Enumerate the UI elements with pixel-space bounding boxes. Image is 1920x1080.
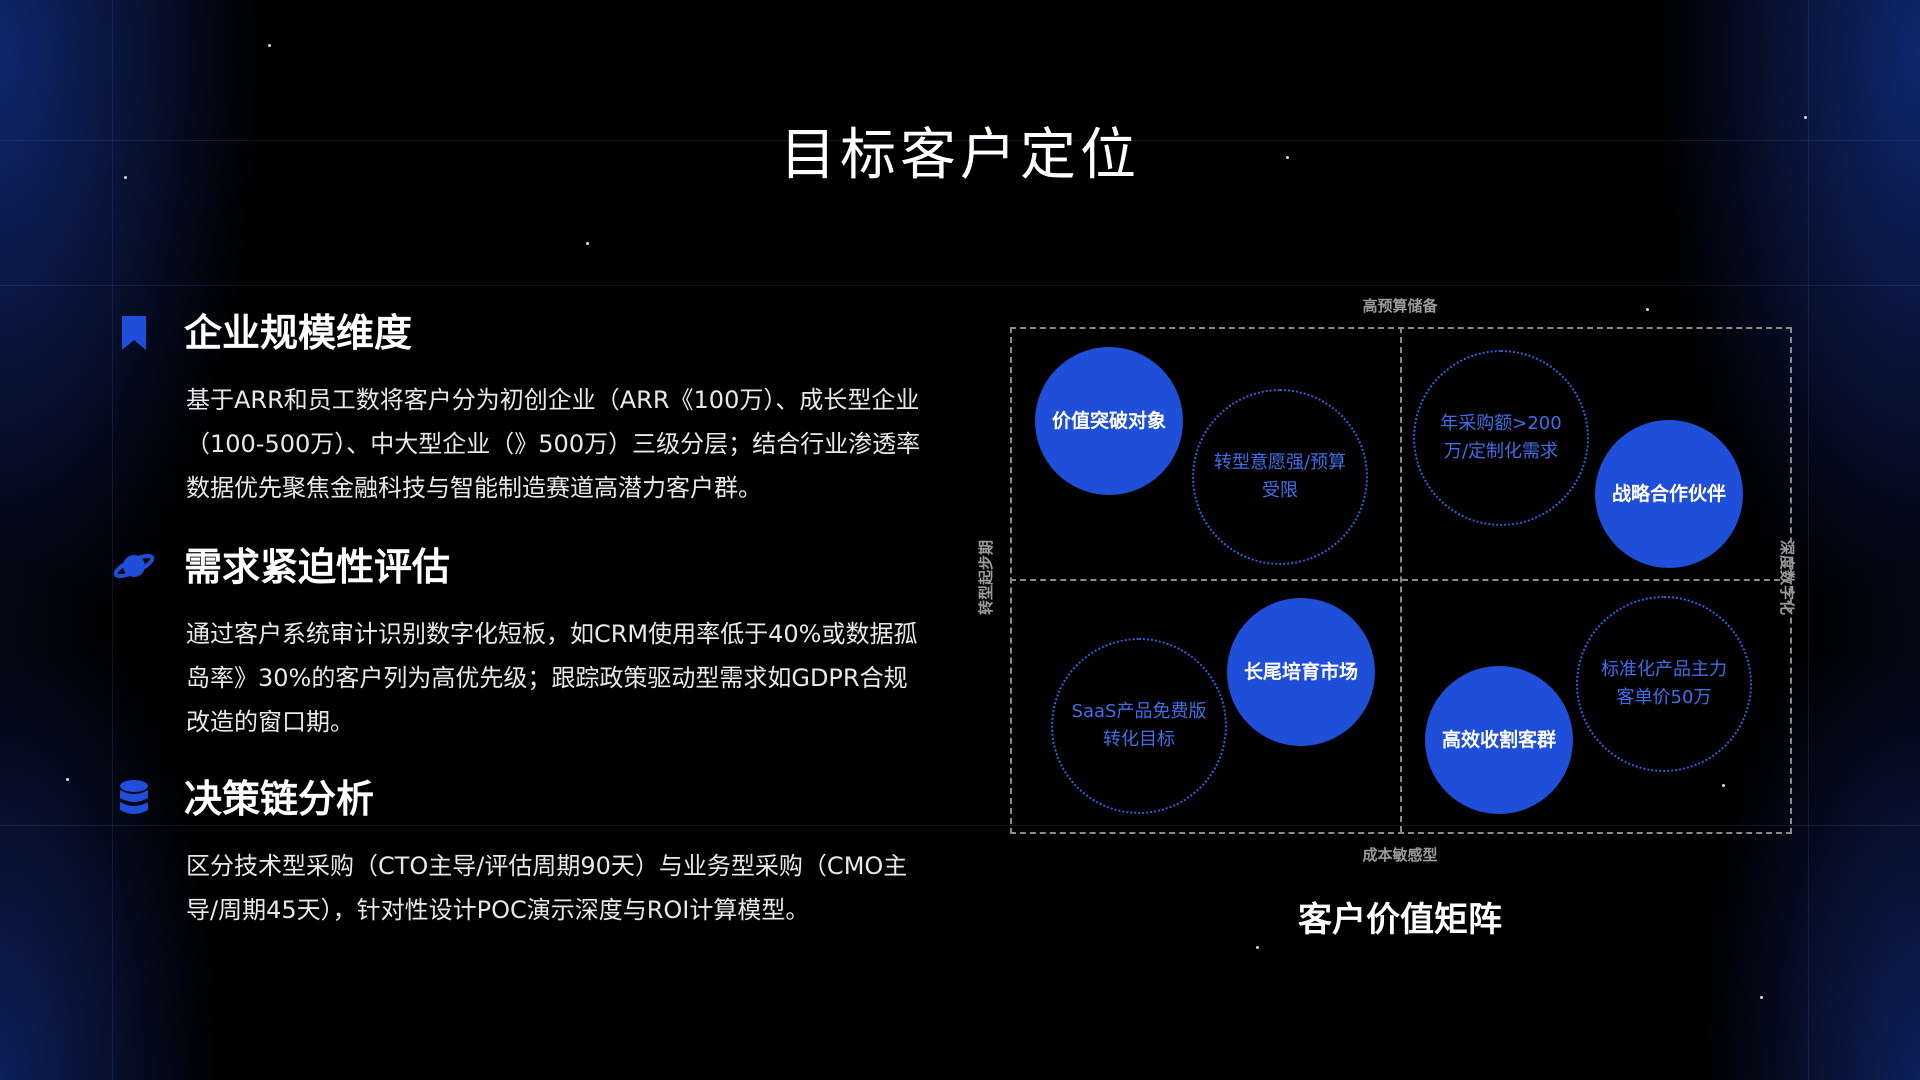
star xyxy=(1286,156,1289,159)
axis-label-top: 高预算储备 xyxy=(1362,297,1438,315)
axis-label-bottom: 成本敏感型 xyxy=(1362,846,1438,864)
quadrant-top-left-secondary: 转型意愿强/预算受限 xyxy=(1192,389,1368,565)
circle-label: SaaS产品免费版转化目标 xyxy=(1071,701,1207,750)
quadrant-top-right-primary: 战略合作伙伴 xyxy=(1595,420,1743,568)
grid-line xyxy=(0,140,1920,141)
quadrant-top-left-primary: 价值突破对象 xyxy=(1035,347,1183,495)
section-title: 企业规模维度 xyxy=(184,311,413,355)
star xyxy=(268,44,271,47)
grid-line xyxy=(0,825,1920,826)
planet-icon xyxy=(112,544,156,588)
section-body: 基于ARR和员工数将客户分为初创企业（ARR《100万）、成长型企业（100-5… xyxy=(186,386,921,502)
page-title: 目标客户定位 xyxy=(780,123,1140,188)
circle-label: 价值突破对象 xyxy=(1051,410,1166,432)
matrix-divider-horizontal xyxy=(1010,579,1790,581)
circle-label: 转型意愿强/预算受限 xyxy=(1213,452,1347,501)
section-body: 通过客户系统审计识别数字化短板，如CRM使用率低于40%或数据孤岛率》30%的客… xyxy=(186,620,918,736)
section-title: 决策链分析 xyxy=(184,777,375,821)
quadrant-bottom-left-primary: 长尾培育市场 xyxy=(1227,598,1375,746)
star xyxy=(124,176,127,179)
quadrant-top-right-secondary: 年采购额>200万/定制化需求 xyxy=(1413,350,1589,526)
circle-label: 战略合作伙伴 xyxy=(1611,483,1726,505)
quadrant-bottom-right-primary: 高效收割客群 xyxy=(1425,666,1573,814)
grid-line xyxy=(0,285,1920,286)
circle-label: 年采购额>200万/定制化需求 xyxy=(1440,413,1562,462)
database-icon xyxy=(112,776,156,820)
star xyxy=(1256,946,1259,949)
bookmark-icon xyxy=(112,310,156,354)
grid-line xyxy=(112,0,113,1080)
star xyxy=(66,778,69,781)
axis-label-left: 转型起步期 xyxy=(977,539,996,616)
quadrant-bottom-left-secondary: SaaS产品免费版转化目标 xyxy=(1051,638,1227,814)
star xyxy=(1804,116,1807,119)
matrix-caption: 客户价值矩阵 xyxy=(1298,900,1502,940)
circle-label: 长尾培育市场 xyxy=(1243,661,1358,683)
section-body: 区分技术型采购（CTO主导/评估周期90天）与业务型采购（CMO主导/周期45天… xyxy=(186,852,908,924)
customer-value-matrix: 高预算储备 成本敏感型 转型起步期 深度数字化 价值突破对象 转型意愿强/预算受… xyxy=(977,297,1796,864)
quadrant-bottom-right-secondary: 标准化产品主力客单价50万 xyxy=(1576,596,1752,772)
star xyxy=(1646,308,1649,311)
circle-label: 标准化产品主力客单价50万 xyxy=(1601,659,1727,708)
star xyxy=(1722,784,1725,787)
grid-line xyxy=(1808,0,1809,1080)
star xyxy=(586,242,589,245)
star xyxy=(1760,996,1763,999)
section-title: 需求紧迫性评估 xyxy=(184,545,451,589)
circle-label: 高效收割客群 xyxy=(1441,729,1556,751)
